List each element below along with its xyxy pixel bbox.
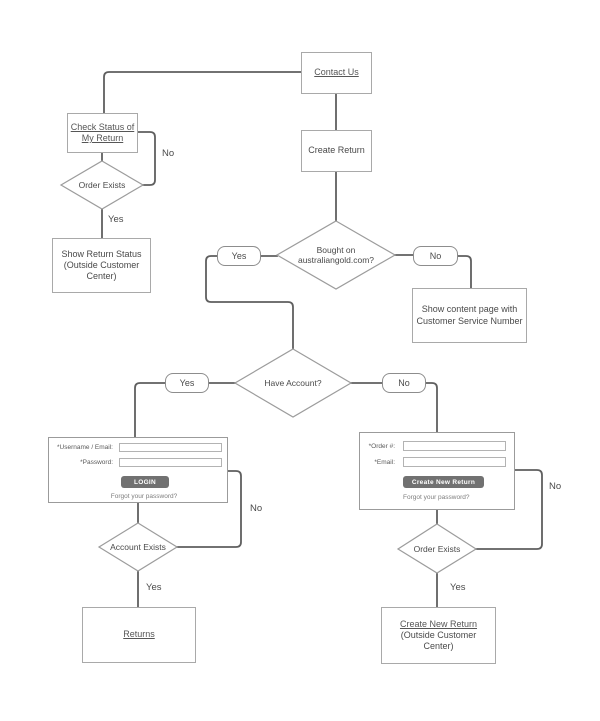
node-contact-us[interactable]: Contact Us	[301, 52, 372, 94]
login-form-panel: *Username / Email: *Password: LOGIN Forg…	[48, 437, 228, 503]
create-new-return-button[interactable]: Create New Return	[403, 476, 484, 488]
connector-bought-yes-to-haveaccount	[205, 255, 294, 350]
order-number-label: *Order #:	[368, 443, 395, 450]
order-number-input[interactable]	[403, 441, 506, 451]
connector-haveaccount-yes-to-login	[134, 382, 166, 438]
decision-label-order-exists-bottom: Order Exists	[413, 543, 461, 554]
decision-order-exists-top	[59, 160, 145, 210]
decision-order-exists-bottom	[396, 523, 478, 574]
decision-label-bought-on-site: Bought on australiangold.com?	[297, 244, 375, 265]
node-create-return: Create Return	[301, 130, 372, 172]
connector-contactus-to-checkstatus	[103, 71, 302, 114]
create-new-return-link[interactable]: Create New Return	[399, 618, 478, 629]
connector-bought-no-to-content	[457, 255, 472, 289]
decision-label-account-exists: Account Exists	[110, 541, 166, 552]
username-label: *Username / Email:	[57, 444, 113, 451]
branch-label-login-yes: Yes	[146, 582, 162, 593]
connector-orderexists-no-loop	[137, 131, 156, 186]
branch-label-status-no: No	[162, 148, 175, 159]
forgot-password-link-2[interactable]: Forgot your password?	[403, 494, 470, 501]
node-check-status[interactable]: Check Status of My Return	[67, 113, 138, 153]
node-show-content-page: Show content page with Customer Service …	[412, 288, 527, 343]
forgot-password-link[interactable]: Forgot your password?	[110, 493, 178, 500]
decision-account-exists	[97, 522, 179, 572]
branch-label-order-no: No	[549, 481, 562, 492]
email-label: *Email:	[374, 459, 395, 466]
branch-label-login-no: No	[250, 503, 263, 514]
decision-have-account	[233, 348, 353, 418]
password-input[interactable]	[119, 458, 222, 467]
decision-label-order-exists-top: Order Exists	[78, 179, 126, 190]
order-form-panel: *Order #: *Email: Create New Return Forg…	[359, 432, 515, 510]
decision-label-have-account: Have Account?	[264, 377, 322, 388]
pill-bought-yes: Yes	[217, 246, 261, 266]
connector-orderexists2-no-loop	[475, 469, 543, 550]
pill-account-yes: Yes	[165, 373, 209, 393]
password-label: *Password:	[80, 459, 113, 466]
branch-label-order-yes: Yes	[450, 582, 466, 593]
decision-bought-on-site	[275, 220, 397, 290]
pill-bought-no: No	[413, 246, 458, 266]
connector-haveaccount-no-to-orderform	[425, 382, 438, 433]
node-show-return-status: Show Return Status (Outside Customer Cen…	[52, 238, 151, 293]
email-input[interactable]	[403, 457, 506, 467]
node-create-new-return: Create New Return (Outside Customer Cent…	[381, 607, 496, 664]
create-new-return-subtext: (Outside Customer Center)	[400, 629, 477, 652]
node-returns[interactable]: Returns	[82, 607, 196, 663]
connector-accountexists-no-loop	[176, 470, 242, 548]
pill-account-no: No	[382, 373, 426, 393]
login-button[interactable]: LOGIN	[121, 476, 169, 488]
branch-label-status-yes: Yes	[108, 214, 124, 225]
username-input[interactable]	[119, 443, 222, 452]
